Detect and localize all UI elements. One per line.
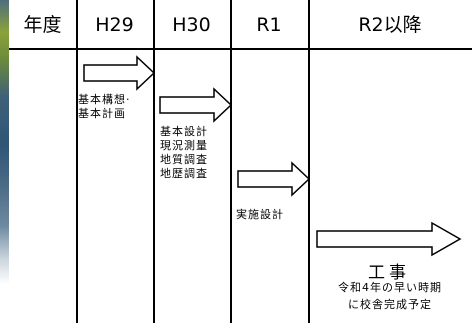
phase-arrow-h29 [83,55,156,91]
column-divider [230,0,232,323]
header-h29: H29 [95,14,134,36]
phase-label-basic-concept: 基本構想· 基本計画 [78,93,131,120]
phase-arrow-r2-construction [316,221,462,257]
phase-label-detailed-design: 実施設計 [236,208,284,221]
header-r2-onward: R2以降 [358,14,422,36]
photo-edge-strip [0,0,9,323]
column-divider [308,0,310,323]
schedule-table: 年度 H29 H30 R1 R2以降 基本構想· 基本計画 基本設計 現況測量 … [9,0,472,323]
header-r1: R1 [256,14,282,36]
column-divider [76,0,78,323]
header-fiscal-year: 年度 [23,14,62,36]
phase-label-basic-design: 基本設計 現況測量 地質調査 地歴調査 [160,125,208,180]
column-divider [153,0,155,323]
header-divider [9,48,472,50]
phase-arrow-h30 [159,87,233,123]
header-h30: H30 [172,14,211,36]
phase-label-construction: 工事 [368,263,410,283]
phase-arrow-r1 [237,161,311,197]
completion-note: 令和4年の早い時期 に校舎完成予定 [338,281,442,311]
